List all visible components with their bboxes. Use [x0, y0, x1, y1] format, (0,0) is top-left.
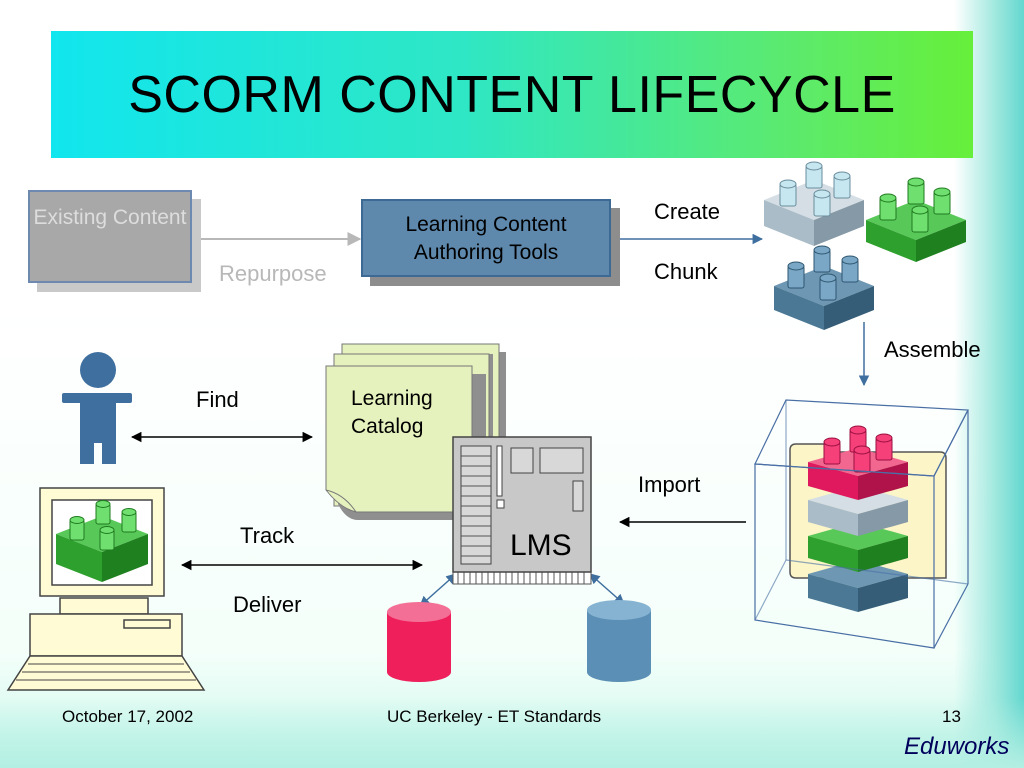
background-band-bottom: [0, 698, 1024, 768]
page-number: 13: [942, 707, 961, 726]
title-banner: SCORM CONTENT LIFECYCLE: [51, 31, 973, 158]
footer-center: UC Berkeley - ET Standards: [387, 707, 602, 726]
import-label: Import: [638, 472, 701, 497]
blue-content-block-icon: [774, 245, 874, 330]
assemble-label: Assemble: [884, 337, 981, 362]
green-content-block-icon: [866, 177, 966, 262]
track-label: Track: [240, 523, 295, 548]
chunk-label: Chunk: [654, 259, 718, 284]
content-package-icon: [754, 399, 969, 649]
brand-logo-text: Eduworks: [904, 733, 1010, 760]
lms-server-icon: [452, 436, 592, 585]
learner-person-icon: [62, 352, 132, 464]
screen-content-block-icon: [56, 500, 148, 582]
learning-catalog-label: Learning Catalog: [351, 387, 433, 438]
existing-content-box: Existing Content: [28, 190, 192, 283]
find-label: Find: [196, 387, 239, 412]
lms-db-red-arrow: [419, 573, 457, 607]
lms-label: LMS: [510, 529, 572, 562]
authoring-tools-box: Learning Content Authoring Tools: [361, 199, 611, 277]
gray-content-block-icon: [764, 161, 864, 246]
lms-db-blue-arrow: [589, 573, 625, 605]
blue-database-icon: [587, 600, 651, 682]
create-label: Create: [654, 199, 721, 224]
footer-date: October 17, 2002: [62, 707, 194, 726]
repurpose-label: Repurpose: [219, 261, 327, 286]
red-database-icon: [387, 602, 451, 682]
slide-title: SCORM CONTENT LIFECYCLE: [128, 65, 896, 124]
deliver-label: Deliver: [233, 592, 302, 617]
